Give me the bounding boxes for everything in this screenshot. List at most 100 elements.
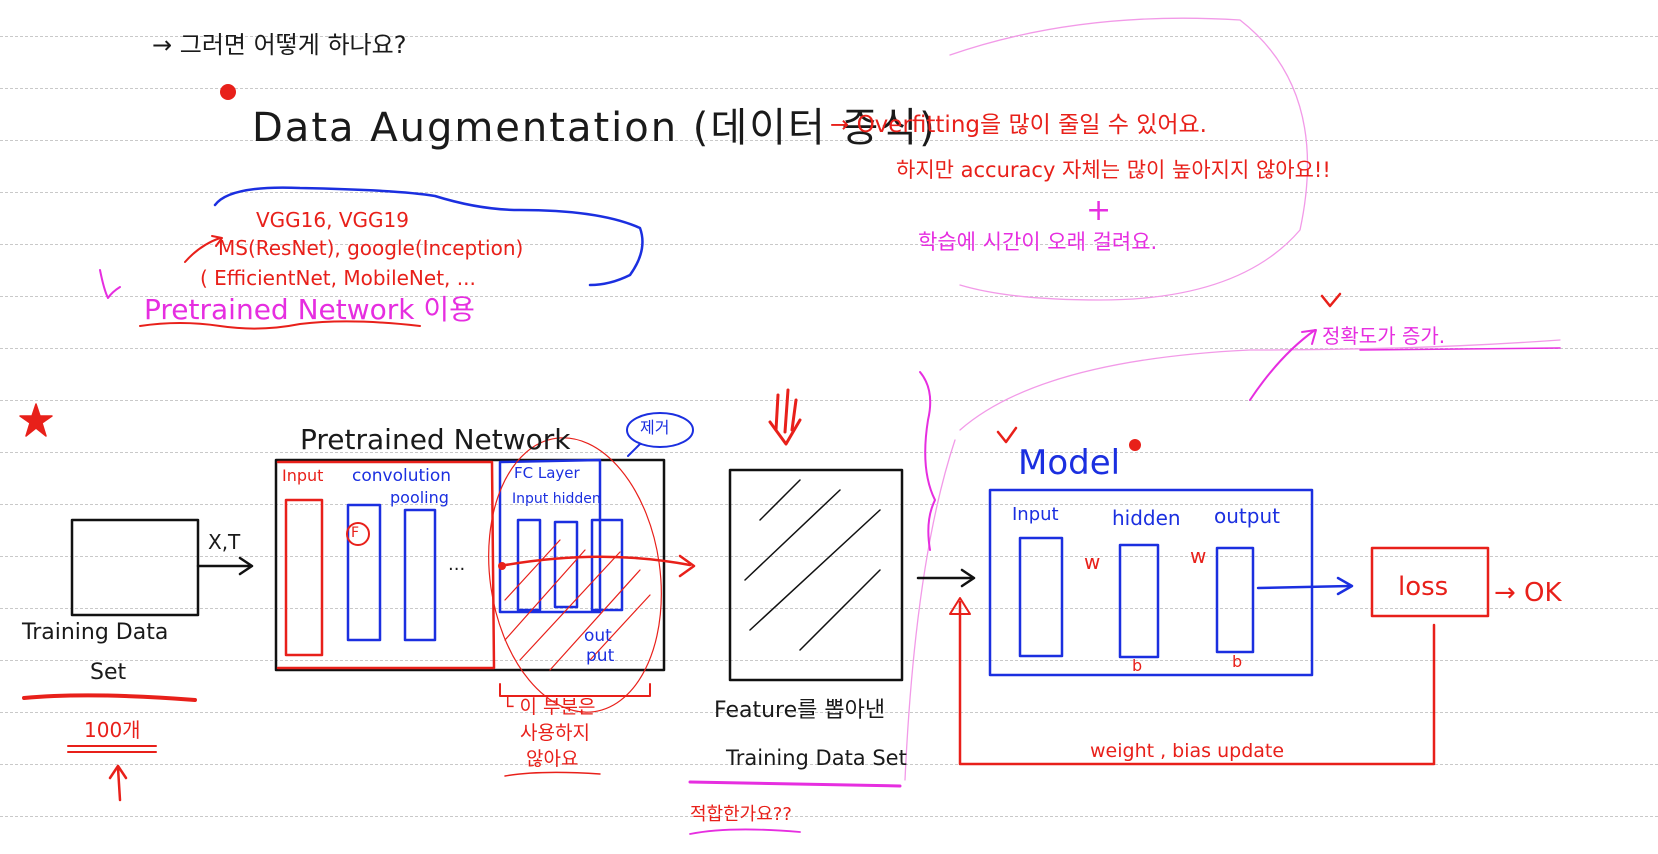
note-plus: +: [1086, 193, 1112, 228]
training-set-label-2: Set: [90, 660, 127, 685]
loss-box: [1370, 546, 1490, 618]
fc-output-label-2: put: [586, 646, 615, 666]
check-mark: [1320, 292, 1342, 308]
training-data-box: [70, 518, 200, 617]
bias-label-2: b: [1232, 652, 1243, 671]
accuracy-up-label: 정확도가 증가.: [1322, 324, 1446, 348]
list-arrow: [184, 237, 221, 263]
filter-badge: [346, 522, 370, 546]
rule-line: [0, 400, 1658, 401]
suitability-question: 적합한가요??: [690, 804, 792, 825]
pretrained-input-label: Input: [282, 466, 324, 485]
fc-layer-2: [553, 520, 579, 609]
method-title: Data Augmentation (데이터 증식): [252, 105, 937, 151]
up-arrow: [116, 766, 122, 802]
model-output-label: output: [1214, 504, 1280, 528]
unused-bracket: [499, 683, 651, 697]
remove-bubble: [626, 412, 694, 448]
down-check: [99, 269, 121, 299]
underline: [688, 780, 902, 788]
unused-note-1: └ 이 부분은: [502, 696, 596, 718]
check-mark: [996, 426, 1018, 444]
model-list-row-3: ( EfficientNet, MobileNet, ...: [200, 266, 476, 290]
unused-note-3: 않아요: [526, 748, 579, 770]
down-arrow: [774, 388, 798, 434]
bias-label-1: b: [1132, 656, 1143, 675]
pretrained-network-box: [274, 458, 666, 672]
accent-arc: [949, 17, 1309, 301]
fc-section: [498, 458, 602, 614]
xt-label: X,T: [208, 530, 241, 554]
removed-region: [488, 437, 662, 713]
rule-line: [0, 504, 1658, 505]
feature-hatch: [744, 479, 881, 651]
conv-label: convolution: [352, 466, 452, 486]
accent-arc-left: [904, 439, 956, 781]
fc-layer-1: [516, 518, 542, 612]
remove-note: 제거: [640, 418, 670, 437]
pretrained-network-title: Pretrained Network: [300, 423, 571, 456]
conv-layer-2: [403, 508, 437, 642]
fc-layer-3: [590, 518, 624, 612]
hatch-lines: [504, 539, 651, 671]
training-set-count: 100개: [84, 718, 141, 742]
model-box: [988, 488, 1314, 677]
filter-letter: F: [351, 525, 360, 541]
fc-sub-label: Input hidden: [512, 491, 601, 507]
rule-line: [0, 348, 1658, 349]
rule-line: [0, 140, 1658, 141]
accent-arc-lower: [959, 339, 1561, 431]
unused-note-2: 사용하지: [520, 722, 590, 744]
model-title: Model: [1018, 443, 1121, 483]
layer-ellipsis: ...: [448, 554, 466, 575]
note-time: 학습에 시간이 오래 걸려요.: [918, 230, 1158, 254]
rule-line: [0, 296, 1658, 297]
ok-label: → OK: [1494, 578, 1562, 608]
dot: [498, 562, 506, 570]
update-label: weight , bias update: [1090, 740, 1285, 762]
feature-arrow: [498, 555, 692, 568]
pretrained-use-label: Pretrained Network 이용: [144, 293, 475, 326]
rule-line: [0, 764, 1658, 765]
underline: [139, 320, 421, 330]
bullet-dot: [220, 84, 236, 100]
pooling-label: pooling: [390, 488, 449, 507]
feature-label-2: Training Data Set: [726, 746, 907, 770]
feature-data-box: [728, 468, 904, 682]
list-bracket: [213, 186, 644, 287]
model-list-row-2: MS(ResNet), google(Inception): [218, 236, 524, 260]
model-hidden-layer: [1118, 543, 1160, 659]
underline: [504, 771, 601, 777]
divider-squiggle: [919, 371, 936, 551]
training-set-label: Training Data: [22, 620, 169, 645]
model-hidden-label: hidden: [1112, 506, 1181, 530]
underline: [22, 693, 197, 702]
fc-layer-label: FC Layer: [514, 464, 580, 482]
feature-label: Feature를 뽑아낸: [714, 698, 886, 723]
bullet-dot: [1129, 439, 1141, 451]
rule-line: [0, 660, 1658, 661]
underline: [689, 828, 801, 835]
note-overfitting: → Overfitting을 많이 줄일 수 있어요.: [830, 112, 1207, 138]
weight-label-2: w: [1190, 544, 1207, 568]
rule-line: [0, 244, 1658, 245]
conv-layer-1: [346, 503, 382, 642]
rule-line: [0, 88, 1658, 89]
weight-label-1: w: [1084, 550, 1101, 574]
rule-line: [0, 608, 1658, 609]
rule-line: [0, 712, 1658, 713]
model-input-layer: [1018, 536, 1064, 658]
question-text: → 그러면 어떻게 하나요?: [152, 31, 407, 59]
accuracy-arrow: [1249, 329, 1316, 401]
underline: [67, 745, 157, 753]
note-accuracy: 하지만 accuracy 자체는 많이 높아지지 않아요!!: [896, 158, 1331, 182]
rule-line: [0, 192, 1658, 193]
rule-line: [0, 816, 1658, 817]
input-layer: [284, 498, 324, 657]
rule-line: [0, 452, 1658, 453]
model-input-label: Input: [1012, 504, 1059, 525]
model-output-layer: [1215, 546, 1255, 654]
fc-output-label: out: [584, 626, 612, 646]
update-loop: [958, 600, 1436, 766]
